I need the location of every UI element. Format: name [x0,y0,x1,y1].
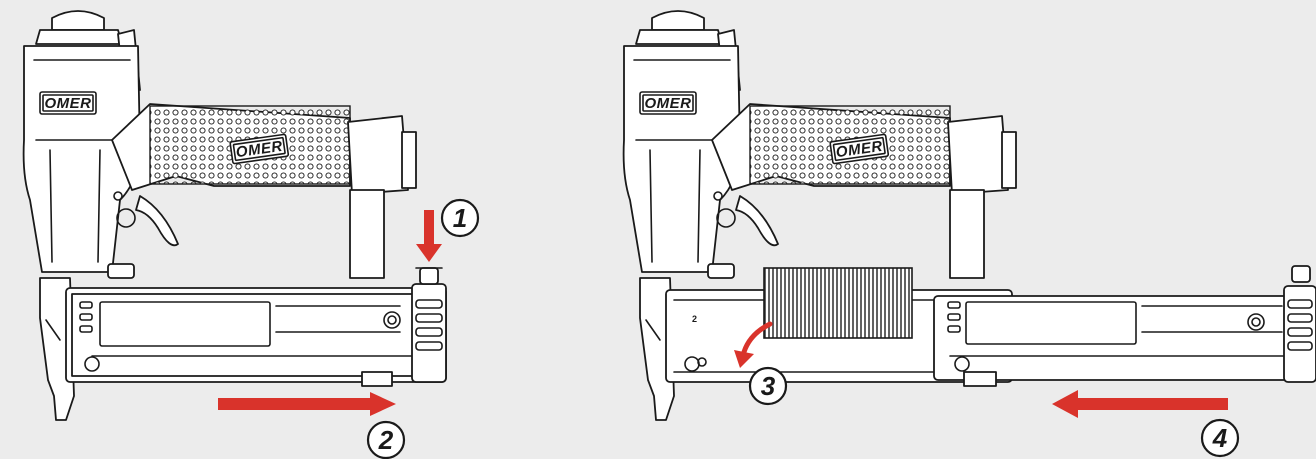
right-panel: OMER OMER 2 [622,10,1316,458]
svg-text:3: 3 [761,371,776,401]
step-label-4: 4 [1200,418,1240,458]
step-label-3: 3 [748,366,788,406]
step-label-1: 1 [440,198,480,238]
brand-text: OMER [835,138,884,161]
arrow-right-icon [218,392,396,416]
svg-text:2: 2 [378,425,394,455]
brand-text: OMER [645,95,692,112]
svg-text:4: 4 [1212,423,1228,453]
magazine-marking: 2 [692,314,697,324]
logo-badge-handle-right: OMER [829,133,890,165]
logo-badge-head-left: OMER [39,91,97,115]
brand-text: OMER [45,95,92,112]
magazine-closed [65,267,447,387]
curved-arrow-icon [734,321,773,368]
magazine-slider-pulled [933,265,1316,387]
arrow-down-icon [416,210,442,262]
left-panel: OMER OMER [22,10,480,459]
arrow-left-icon [1052,390,1228,418]
svg-text:1: 1 [453,203,467,233]
logo-badge-head-right: OMER [639,91,697,115]
brand-text: OMER [235,138,284,161]
logo-badge-handle-left: OMER [229,133,290,165]
staple-strip [763,267,913,339]
step-label-2: 2 [366,420,406,459]
